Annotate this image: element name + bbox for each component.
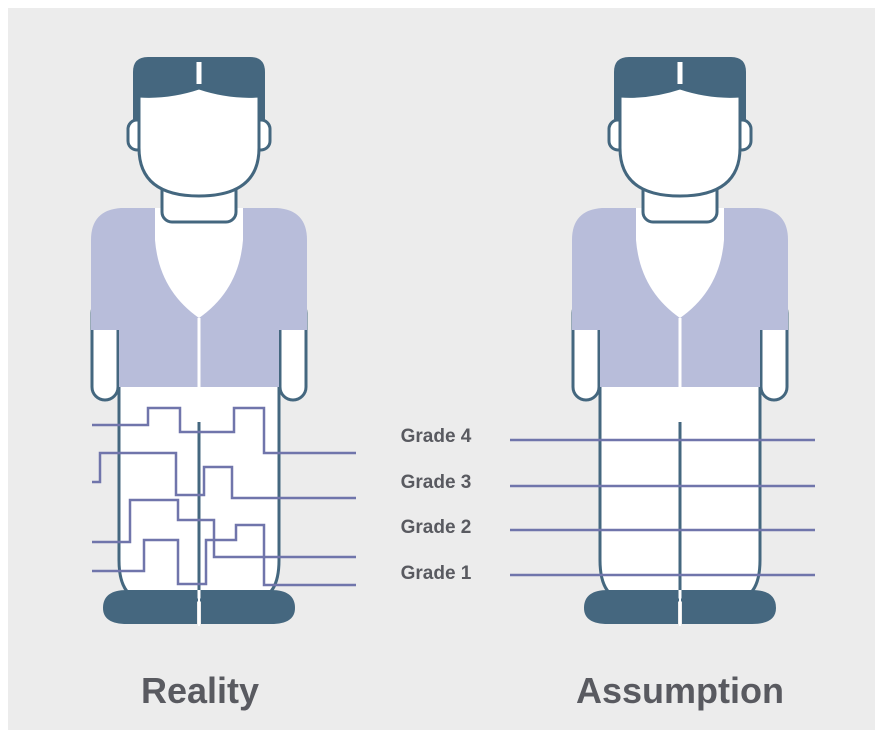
reality-grade-lines	[92, 406, 356, 587]
reality-boundary-grade-3	[92, 451, 356, 500]
grade-label-2: Grade 2	[400, 517, 472, 538]
grade-label-1: Grade 1	[400, 563, 472, 584]
reality-boundary-grade-4	[92, 406, 356, 455]
grade-label-4: Grade 4	[400, 426, 472, 447]
assumption-caption: Assumption	[575, 670, 785, 711]
reality-figure	[89, 55, 309, 628]
reality-caption: Reality	[140, 670, 260, 711]
grade-label-3: Grade 3	[400, 472, 472, 493]
assumption-figure	[570, 55, 790, 628]
assumption-grade-lines	[510, 438, 815, 577]
reality-boundary-grade-1	[92, 523, 356, 587]
reality-boundary-grade-2	[92, 498, 356, 559]
